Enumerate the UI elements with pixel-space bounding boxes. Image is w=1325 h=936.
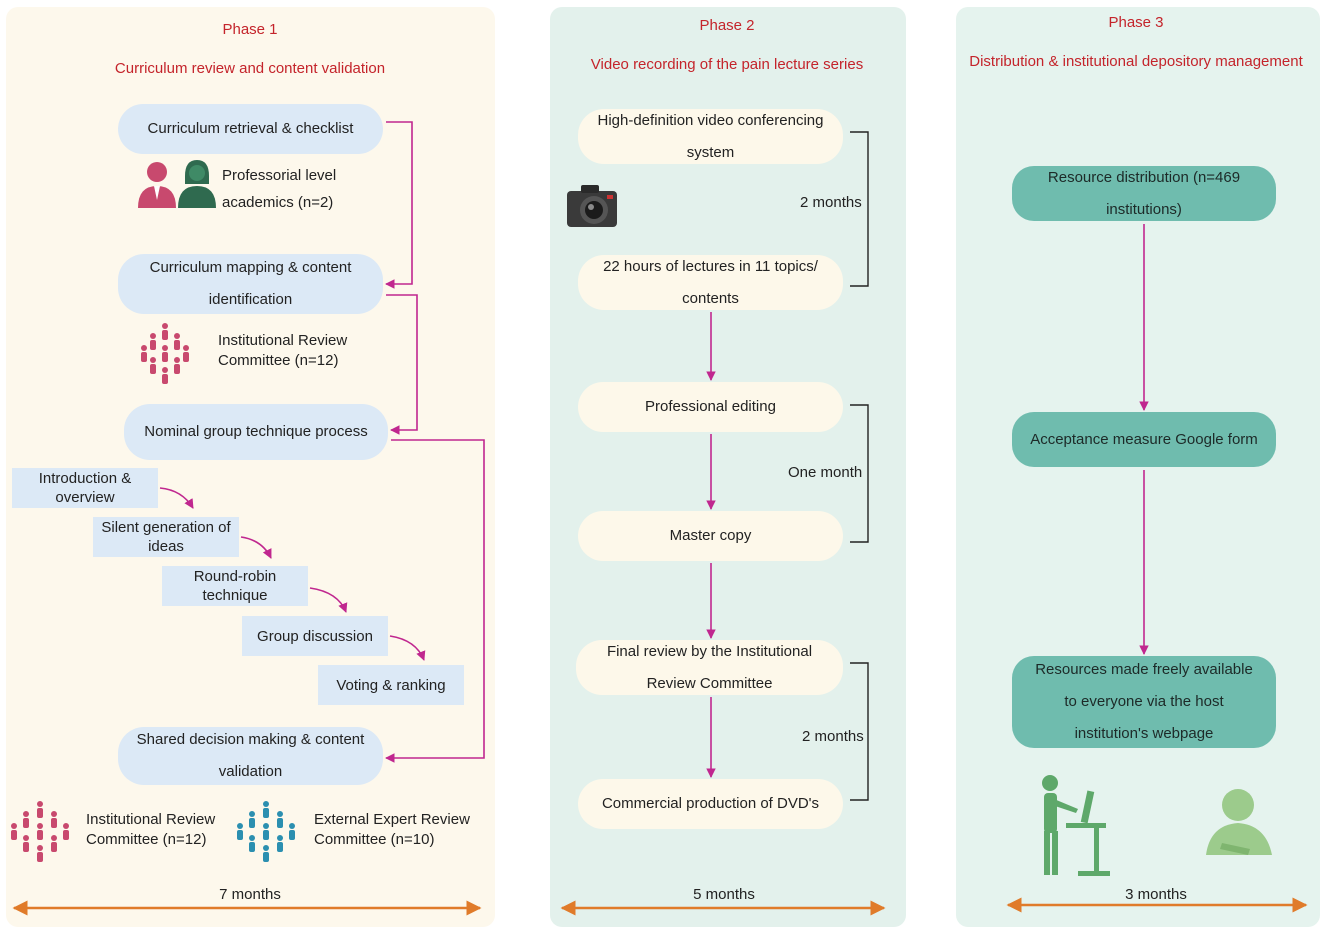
master-copy-box: Master copy xyxy=(578,511,843,561)
acceptance-measure-box: Acceptance measure Google form xyxy=(1012,412,1276,467)
camera-icon xyxy=(567,185,617,227)
step-introduction: Introduction & overview xyxy=(12,468,158,508)
commercial-production-box: Commercial production of DVD's xyxy=(578,779,843,829)
person-reading-icon xyxy=(1206,789,1272,855)
connector-mapping-nominal xyxy=(386,294,418,435)
phase-1-title: Phase 1 xyxy=(222,21,278,38)
connector-nominal-shared xyxy=(385,439,485,763)
step-arrow-3 xyxy=(309,587,348,613)
step-arrow-2 xyxy=(240,536,272,559)
person-at-computer-icon xyxy=(1042,775,1110,876)
people-group-icon xyxy=(237,801,295,862)
step-arrow-1 xyxy=(159,487,194,509)
step-group-discussion: Group discussion xyxy=(242,616,388,656)
phase-3-panel xyxy=(956,7,1320,927)
irc-label: Institutional Review Committee (n=12) xyxy=(218,332,348,369)
bracket-label-3: 2 months xyxy=(802,728,864,745)
resource-distribution-box: Resource distribution (n=469 institution… xyxy=(1012,166,1276,221)
phase-2-duration: 5 months xyxy=(693,886,755,903)
professor-male-icon xyxy=(138,162,176,208)
bracket-3 xyxy=(850,662,869,801)
nominal-group-box: Nominal group technique process xyxy=(124,404,388,460)
bracket-2 xyxy=(850,404,869,543)
phase-1-subtitle: Curriculum review and content validation xyxy=(114,60,386,77)
bracket-label-2: One month xyxy=(788,464,863,481)
step-silent-generation: Silent generation of ideas xyxy=(93,517,239,557)
people-group-icon xyxy=(11,801,69,862)
phase-1-duration: 7 months xyxy=(219,886,281,903)
final-review-box: Final review by the Institutional Review… xyxy=(576,640,843,695)
bracket-label-1: 2 months xyxy=(800,194,862,211)
phase-3-subtitle: Distribution & institutional depository … xyxy=(969,53,1303,70)
video-conferencing-box: High-definition video conferencing syste… xyxy=(578,109,843,164)
professor-female-icon xyxy=(178,160,216,208)
step-arrow-4 xyxy=(389,635,426,661)
step-round-robin: Round-robin technique xyxy=(162,566,308,606)
curriculum-mapping-box: Curriculum mapping & content identificat… xyxy=(118,254,383,314)
academics-label: Professorial level academics (n=2) xyxy=(222,167,337,211)
external-expert-label: External Expert Review Committee (n=10) xyxy=(314,811,470,848)
irc-label-bottom: Institutional Review Committee (n=12) xyxy=(86,811,216,848)
curriculum-retrieval-box: Curriculum retrieval & checklist xyxy=(118,104,383,154)
resources-available-box: Resources made freely available to every… xyxy=(1012,656,1276,748)
phase-3-title: Phase 3 xyxy=(1108,14,1164,31)
shared-decision-box: Shared decision making & content validat… xyxy=(118,727,383,785)
step-voting-ranking: Voting & ranking xyxy=(318,665,464,705)
connector-retrieval-mapping xyxy=(385,121,413,289)
professional-editing-box: Professional editing xyxy=(578,382,843,432)
lectures-box: 22 hours of lectures in 11 topics/ conte… xyxy=(578,255,843,310)
bracket-1 xyxy=(850,131,869,287)
people-group-icon xyxy=(141,323,189,384)
phase-2-title: Phase 2 xyxy=(699,17,755,34)
phase-2-subtitle: Video recording of the pain lecture seri… xyxy=(590,56,864,73)
